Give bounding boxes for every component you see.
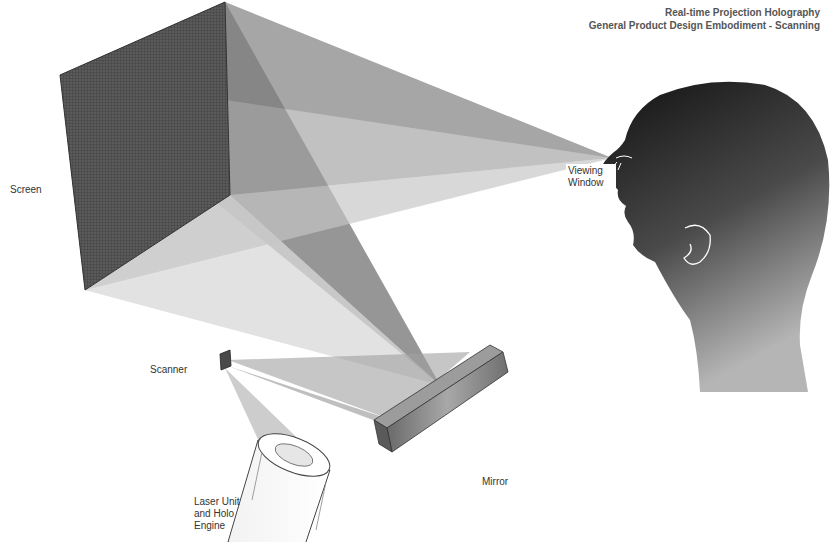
scanner — [220, 350, 231, 370]
part-label: Screen — [10, 184, 42, 196]
title: Real-time Projection Holography — [665, 6, 820, 19]
part-label: Mirror — [482, 476, 508, 488]
part-label: Viewing Window — [566, 164, 616, 190]
part-label: Laser Unit and Holo Engine — [194, 496, 256, 532]
laser-unit-lens — [252, 425, 335, 485]
mirror-front — [387, 352, 508, 452]
ear — [684, 225, 710, 264]
laser-unit-aperture — [272, 439, 316, 471]
part-label: Scanner — [150, 364, 187, 376]
mirror-side — [374, 420, 392, 452]
screen — [60, 2, 230, 290]
laser-unit-detail — [252, 452, 326, 530]
subtitle: General Product Design Embodiment - Scan… — [589, 19, 820, 32]
viewer-head — [600, 82, 829, 392]
